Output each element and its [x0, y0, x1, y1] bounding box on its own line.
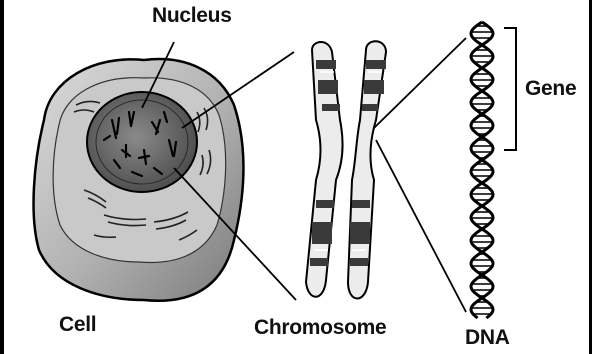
nucleus-label: Nucleus: [152, 4, 232, 28]
cell: [34, 59, 244, 301]
dna-helix: [471, 22, 493, 318]
gene-label: Gene: [525, 77, 576, 101]
chromosome-to-dna-lower: [376, 140, 466, 312]
gene-bracket: [504, 28, 516, 150]
cell-label: Cell: [59, 313, 96, 337]
chromosome-to-dna-upper: [374, 38, 466, 128]
chromosome-label: Chromosome: [254, 316, 386, 340]
dna-label: DNA: [465, 326, 510, 350]
diagram-canvas: [4, 0, 592, 354]
chromosome: [306, 41, 386, 298]
